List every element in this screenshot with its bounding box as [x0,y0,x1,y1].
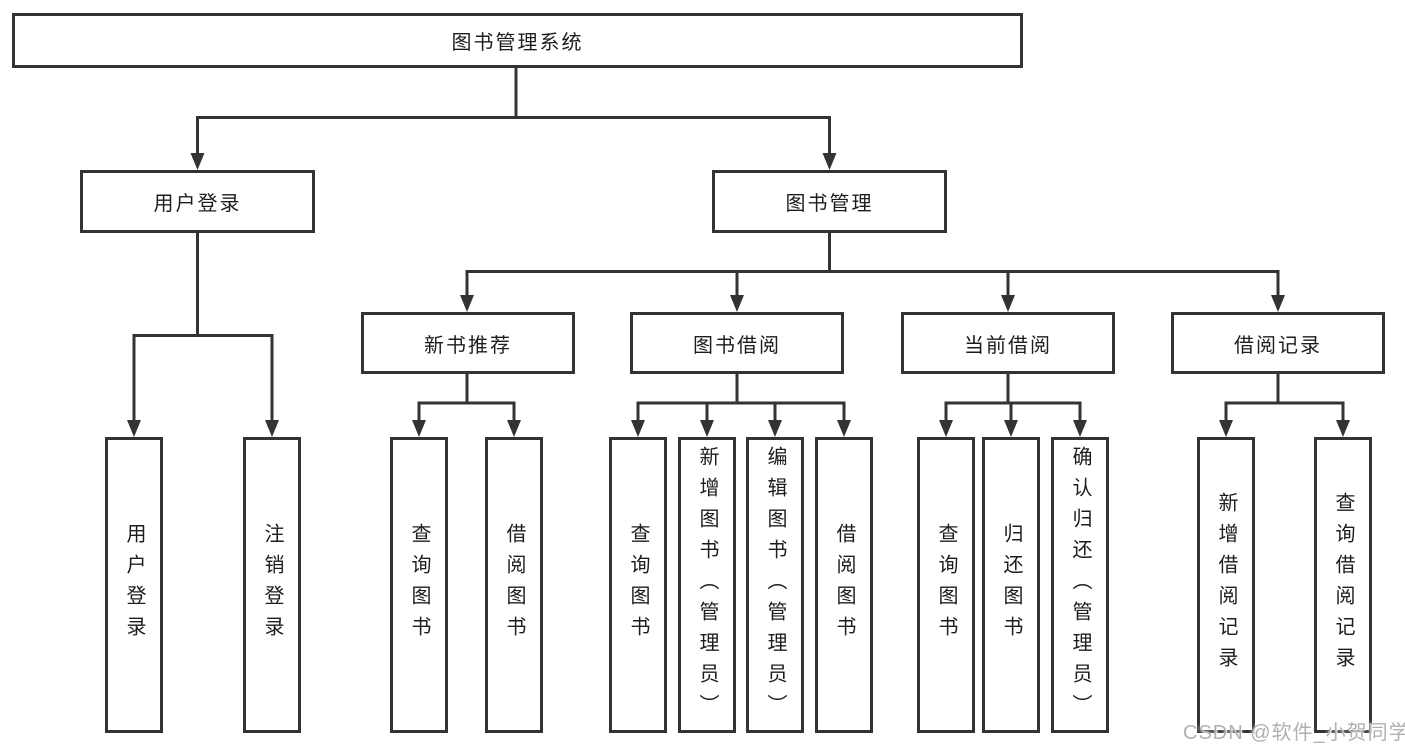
leaf-nbr-borrow-books: 借阅图书 [485,437,543,733]
node-book-management-system: 图书管理系统 [12,13,1023,68]
leaf-nbr-borrow-books-label: 借阅图书 [503,523,525,647]
node-current-borrow: 当前借阅 [901,312,1115,374]
leaf-bb-edit-book-admin-label: 编辑图书（管理员） [764,445,786,725]
node-book-borrow: 图书借阅 [630,312,844,374]
node-user-login-label: 用户登录 [153,193,242,215]
leaf-logout: 注销登录 [243,437,301,733]
leaf-bb-add-book-admin: 新增图书（管理员） [678,437,736,733]
node-user-login: 用户登录 [80,170,315,233]
leaf-bb-add-book-admin-label: 新增图书（管理员） [696,445,718,725]
leaf-br-add-borrow-record-label: 新增借阅记录 [1215,492,1237,678]
leaf-br-query-borrow-record-label: 查询借阅记录 [1332,492,1354,678]
leaf-nbr-query-books: 查询图书 [390,437,448,733]
node-current-borrow-label: 当前借阅 [964,334,1052,357]
leaf-cb-return-books: 归还图书 [982,437,1040,733]
leaf-user-login: 用户登录 [105,437,163,733]
leaf-br-query-borrow-record: 查询借阅记录 [1314,437,1372,733]
leaf-bb-query-books-label: 查询图书 [627,523,649,647]
leaf-cb-confirm-return-admin: 确认归还（管理员） [1051,437,1109,733]
node-new-book-recommend: 新书推荐 [361,312,575,374]
leaf-cb-return-books-label: 归还图书 [1000,523,1022,647]
node-book-management: 图书管理 [712,170,947,233]
node-book-borrow-label: 图书借阅 [693,334,781,357]
leaf-user-login-label: 用户登录 [123,523,145,647]
leaf-cb-confirm-return-admin-label: 确认归还（管理员） [1069,445,1091,725]
node-borrow-record-label: 借阅记录 [1234,334,1322,357]
leaf-bb-borrow-books: 借阅图书 [815,437,873,733]
leaf-cb-query-books: 查询图书 [917,437,975,733]
leaf-logout-label: 注销登录 [261,523,283,647]
leaf-bb-borrow-books-label: 借阅图书 [833,523,855,647]
node-borrow-record: 借阅记录 [1171,312,1385,374]
leaf-bb-query-books: 查询图书 [609,437,667,733]
node-book-management-system-label: 图书管理系统 [451,32,584,54]
leaf-bb-edit-book-admin: 编辑图书（管理员） [746,437,804,733]
leaf-nbr-query-books-label: 查询图书 [408,523,430,647]
leaf-br-add-borrow-record: 新增借阅记录 [1197,437,1255,733]
watermark: CSDN @软件_小贺同学 [1183,722,1405,744]
leaf-cb-query-books-label: 查询图书 [935,523,957,647]
node-new-book-recommend-label: 新书推荐 [424,334,512,357]
node-book-management-label: 图书管理 [785,193,874,215]
